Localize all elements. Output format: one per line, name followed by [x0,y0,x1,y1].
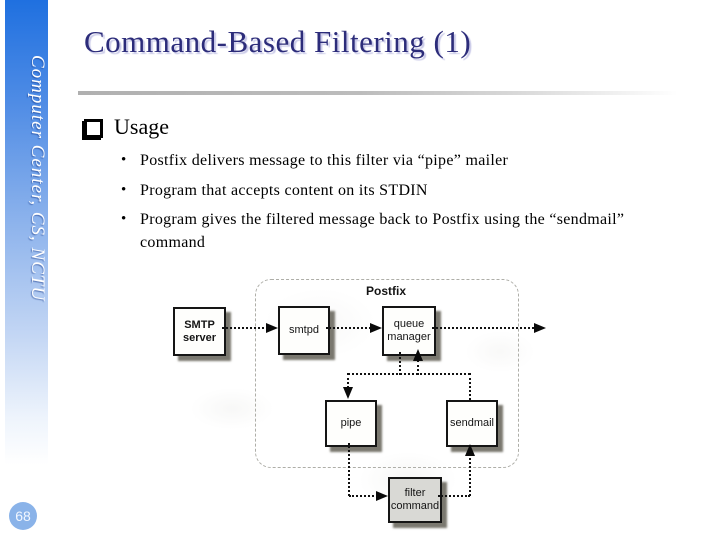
list-item: • Postfix delivers message to this filte… [121,150,661,173]
sidebar-vertical-text: Computer Center, CS, NCTU [27,54,48,302]
arrowhead-up-icon [413,349,423,361]
arrowhead-right-icon [370,323,382,333]
diagram-box-label: filter command [390,487,440,512]
list-item: • Program gives the filtered message bac… [121,209,661,254]
line-sendmail-top [469,373,471,400]
bullet-dot-icon: • [121,152,127,168]
arrow-into-pipe [347,373,349,388]
line-mid-horizontal [348,373,470,375]
arrowhead-right-icon [376,491,388,501]
square-bullet-icon [84,118,103,138]
arrow-queue-manager-out [432,327,534,329]
postfix-boundary-label: Postfix [365,284,406,298]
line-pipe-down [348,443,350,496]
bullet-text: Postfix delivers message to this filter … [140,152,509,169]
diagram-box-label: sendmail [449,417,495,430]
diagram-box-label: smtpd [289,324,319,337]
arrowhead-up-icon [465,444,475,456]
arrow-smtpd-to-queue-manager [326,327,371,329]
diagram-box-label: pipe [340,417,362,430]
diagram-box-label: SMTP server [182,318,217,344]
diagram-box-sendmail: sendmail [446,400,498,447]
arrowhead-right-icon [534,323,546,333]
arrowhead-down-icon [343,387,353,399]
arrow-into-sendmail [469,454,471,496]
arrow-into-queue-manager [417,360,419,375]
arrow-smtp-to-smtpd [222,327,268,329]
arrowhead-right-icon [266,323,278,333]
diagram-box-smtp-server: SMTP server [173,307,226,356]
bullet-text: Program that accepts content on its STDI… [140,181,428,199]
page-title: Command-Based Filtering (1) [84,24,472,59]
bullet-dot-icon: • [121,181,127,198]
diagram-box-filter-command: filter command [388,477,442,523]
diagram-box-queue-manager: queue manager [382,306,436,356]
usage-heading: Usage [84,114,169,140]
arrow-pipe-to-filter-command [349,495,378,497]
page-number-badge: 68 [9,502,37,530]
diagram-box-pipe: pipe [325,400,377,447]
usage-heading-label: Usage [114,114,169,139]
line-filter-command-right [438,495,470,497]
line-queue-manager-down [399,352,401,375]
diagram-box-smtpd: smtpd [278,306,330,355]
postfix-boundary-box [255,279,519,468]
bullet-text: Program gives the filtered message back … [140,211,625,252]
postfix-flow-diagram: Postfix SMTP server smtpd queue manager … [160,252,560,537]
list-item: • Program that accepts content on its ST… [121,180,661,203]
bullet-list: • Postfix delivers message to this filte… [121,150,661,262]
title-divider [78,91,703,95]
diagram-box-label: queue manager [387,318,431,343]
sidebar [5,0,48,465]
bullet-dot-icon: • [121,211,127,228]
